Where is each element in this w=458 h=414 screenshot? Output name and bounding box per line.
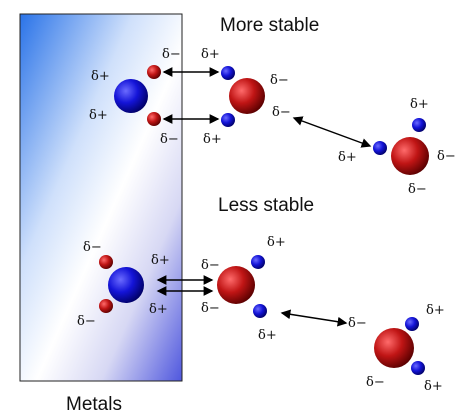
hydrogen-atom (221, 66, 235, 80)
hydrogen-atom (373, 141, 387, 155)
charge-pos: δ+ (410, 97, 429, 112)
surface-molecule-top (114, 65, 161, 126)
oxygen-atom-small (99, 255, 113, 269)
charge-neg: δ− (348, 316, 367, 331)
metal-atom-blue (108, 267, 144, 303)
charge-neg: δ− (77, 314, 96, 329)
charge-neg: δ− (162, 47, 181, 62)
oxygen-atom-small (99, 299, 113, 313)
water-molecule-bottom (217, 255, 267, 318)
oxygen-atom-small (147, 112, 161, 126)
oxygen-atom (217, 266, 255, 304)
charge-pos: δ+ (151, 253, 170, 268)
hydrogen-atom (251, 255, 265, 269)
charge-pos: δ+ (91, 69, 110, 84)
less-stable-label: Less stable (218, 195, 314, 216)
charge-pos: δ+ (89, 108, 108, 123)
metal-atom-blue (114, 79, 148, 113)
interaction-arrow (292, 116, 372, 148)
charge-neg: δ− (272, 105, 291, 120)
more-stable-label: More stable (220, 15, 319, 36)
charge-neg: δ− (160, 132, 179, 147)
metals-label: Metals (66, 394, 122, 414)
oxygen-atom-small (147, 65, 161, 79)
hydrogen-atom (221, 113, 235, 127)
water-molecule-top (221, 66, 265, 127)
water-molecule-far-top (373, 118, 429, 175)
charge-pos: δ+ (203, 132, 222, 147)
water-molecule-far-bottom (374, 317, 425, 375)
charge-pos: δ+ (426, 303, 445, 318)
charge-pos: δ+ (149, 302, 168, 317)
charge-pos: δ+ (258, 328, 277, 343)
oxygen-atom (391, 137, 429, 175)
hydrogen-atom (412, 118, 426, 132)
oxygen-atom (229, 78, 265, 114)
interaction-arrow (280, 309, 348, 327)
hydrogen-atom (405, 317, 419, 331)
charge-neg: δ− (437, 149, 456, 164)
charge-neg: δ− (201, 301, 220, 316)
charge-neg: δ− (270, 73, 289, 88)
charge-pos: δ+ (338, 150, 357, 165)
charge-pos: δ+ (201, 47, 220, 62)
charge-pos: δ+ (267, 235, 286, 250)
charge-neg: δ− (201, 258, 220, 273)
charge-neg: δ− (408, 182, 427, 197)
surface-molecule-bottom (99, 255, 144, 313)
charge-neg: δ− (83, 240, 102, 255)
hydrogen-atom (411, 361, 425, 375)
oxygen-atom (374, 328, 414, 368)
hydrogen-atom (253, 304, 267, 318)
charge-neg: δ− (366, 375, 385, 390)
charge-pos: δ+ (424, 379, 443, 394)
